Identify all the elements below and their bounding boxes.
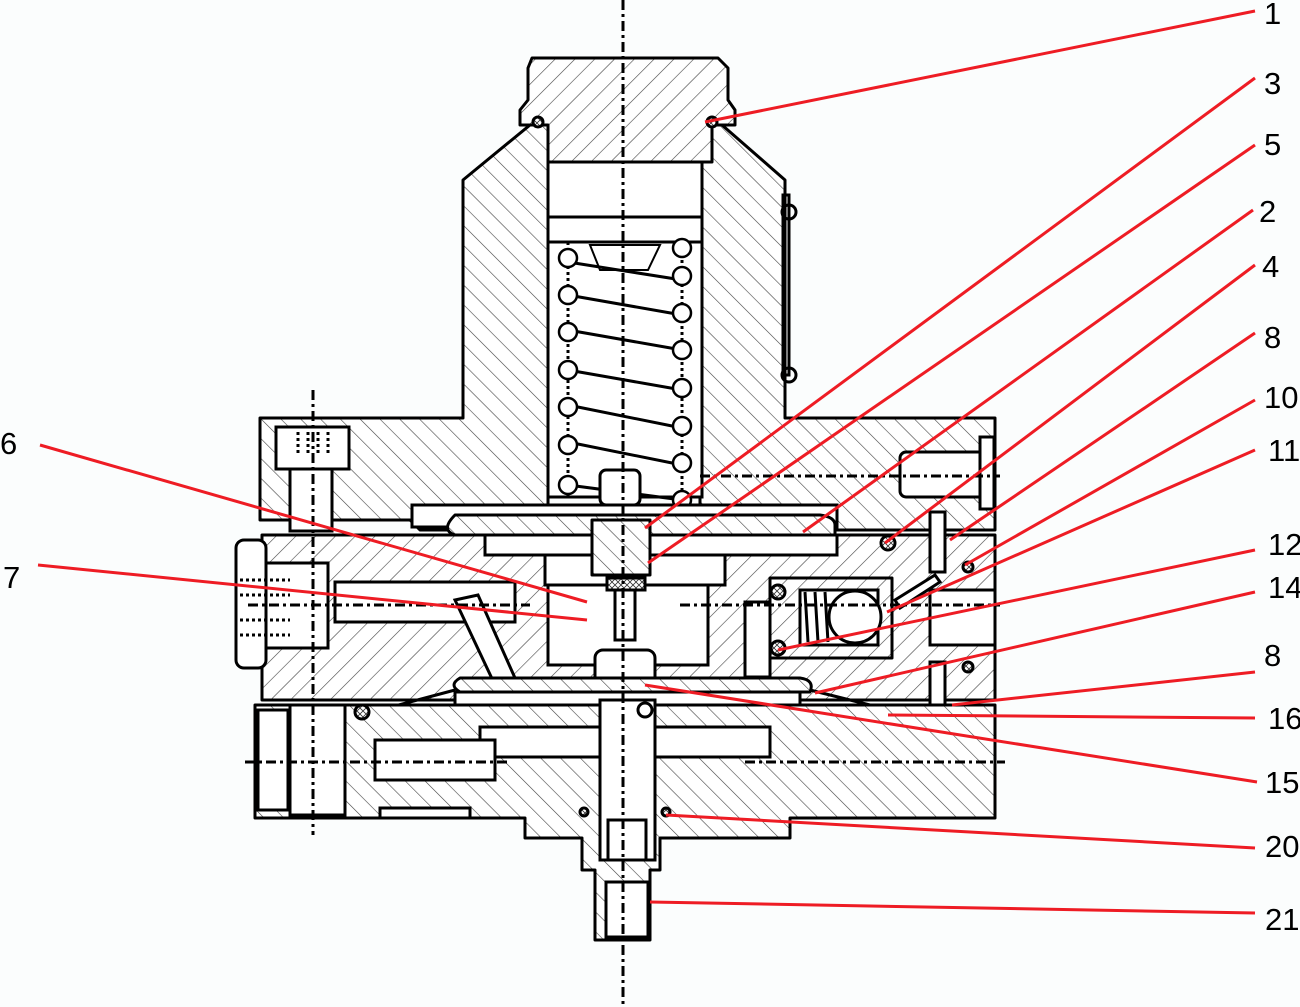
callout-11: 11: [1268, 433, 1300, 468]
callout-16: 16: [1268, 701, 1300, 736]
callout-15: 15: [1265, 765, 1299, 800]
leader-20: [665, 813, 1256, 850]
leader-8a: [949, 331, 1256, 542]
leader-5: [647, 143, 1256, 565]
callout-labels: 1 3 5 2 4 8 10 11 12 14 8 16 15 20 21 6 …: [0, 0, 1300, 937]
leader-4: [884, 263, 1256, 545]
callout-12: 12: [1268, 527, 1300, 562]
callout-21: 21: [1265, 902, 1299, 937]
center-lines: [245, 0, 1005, 1007]
callout-7: 7: [3, 560, 20, 595]
adjusting-cap: [518, 56, 737, 244]
callout-4: 4: [1262, 249, 1279, 284]
diaphragm: [379, 676, 871, 712]
callout-3: 3: [1264, 66, 1281, 101]
leader-6: [39, 443, 588, 604]
callout-2: 2: [1259, 194, 1276, 229]
leader-3: [644, 76, 1256, 530]
leader-8b: [951, 670, 1256, 707]
leader-10: [964, 398, 1256, 567]
leader-12: [777, 548, 1256, 652]
spring-chamber: [546, 237, 704, 511]
leader-21: [649, 900, 1256, 915]
callout-10: 10: [1264, 380, 1298, 415]
callout-5: 5: [1264, 127, 1281, 162]
leader-7: [37, 563, 588, 622]
callout-6: 6: [0, 426, 17, 461]
leader-15: [644, 683, 1258, 784]
lower-housing: [253, 698, 997, 942]
callout-14: 14: [1268, 570, 1300, 605]
leader-2: [802, 208, 1254, 534]
leader-lines: [37, 9, 1258, 915]
callout-8b: 8: [1264, 638, 1281, 673]
callout-1: 1: [1264, 0, 1281, 31]
leader-16: [887, 713, 1256, 720]
callout-8a: 8: [1264, 320, 1281, 355]
cap-screw-left: [274, 425, 351, 533]
leader-11: [886, 448, 1256, 614]
leader-14: [814, 590, 1256, 695]
callout-20: 20: [1265, 829, 1299, 864]
valve-stem: [590, 468, 657, 687]
leader-1: [704, 9, 1256, 124]
